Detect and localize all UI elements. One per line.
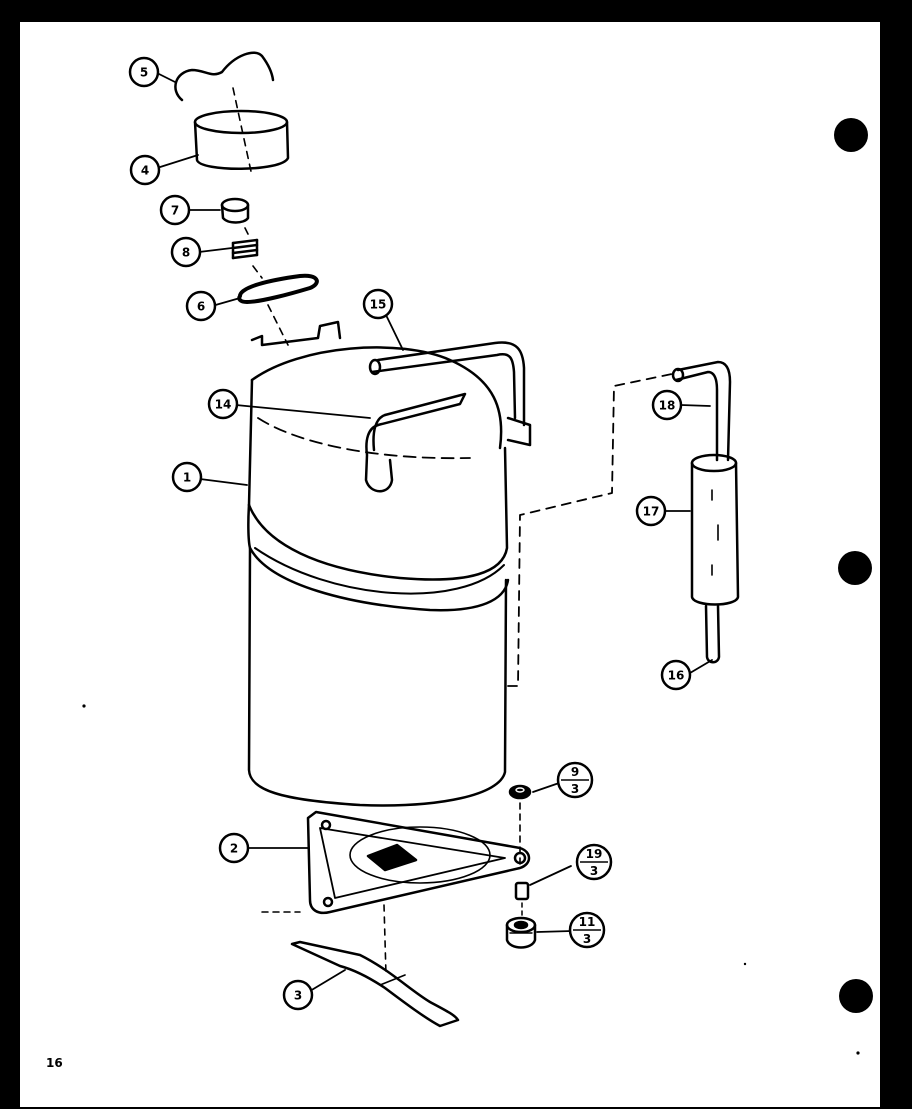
callout-9-bottom-label: 3 — [571, 782, 579, 796]
callout-17: 17 — [635, 495, 667, 527]
callout-11-3: 11 3 — [568, 911, 606, 949]
callout-4: 4 — [129, 154, 161, 186]
callout-19-top-label: 19 — [586, 847, 603, 861]
callout-19-3: 19 3 — [575, 843, 613, 881]
strap-3 — [290, 940, 460, 1028]
spacer-19 — [514, 881, 530, 901]
callout-18: 18 — [651, 389, 683, 421]
callout-17-label: 17 — [643, 505, 660, 519]
plug-7 — [220, 197, 250, 224]
callout-5: 5 — [128, 56, 160, 88]
callout-15-label: 15 — [370, 298, 387, 312]
assembly-line-strap — [383, 904, 387, 976]
callout-14-label: 14 — [215, 398, 232, 412]
callout-3: 3 — [282, 979, 314, 1011]
spring-8 — [231, 238, 259, 260]
callout-2: 2 — [218, 832, 250, 864]
assembly-line-top — [232, 87, 289, 346]
binder-hole-middle — [838, 551, 872, 585]
accumulator-17 — [690, 453, 740, 606]
page-number: 16 — [46, 1056, 63, 1070]
binder-hole-bottom — [839, 979, 873, 1013]
callout-7-label: 7 — [171, 204, 179, 218]
callout-16: 16 — [660, 659, 692, 691]
callout-1: 1 — [171, 461, 203, 493]
callout-11-bottom-label: 3 — [583, 932, 591, 946]
callout-15: 15 — [362, 288, 394, 320]
grommet-11 — [505, 916, 537, 949]
suction-tube-14 — [364, 392, 467, 493]
callout-4-label: 4 — [141, 164, 149, 178]
callout-8: 8 — [170, 236, 202, 268]
compressor-body-1 — [247, 320, 510, 807]
callout-18-label: 18 — [659, 399, 676, 413]
callout-14: 14 — [207, 388, 239, 420]
mounting-plate-2 — [306, 810, 531, 915]
assembly-line-hardware — [519, 802, 522, 881]
callout-8-label: 8 — [182, 246, 190, 260]
callout-3-label: 3 — [294, 989, 302, 1003]
bent-tube-18 — [671, 360, 732, 462]
callout-2-label: 2 — [230, 842, 238, 856]
wire-clip-5 — [174, 51, 275, 102]
assembly-line-accumulator — [507, 373, 673, 687]
nut-9 — [508, 784, 532, 800]
discharge-tube-15 — [368, 341, 532, 447]
callout-1-label: 1 — [183, 471, 191, 485]
tube-16 — [704, 604, 721, 664]
callout-9-top-label: 9 — [571, 765, 579, 779]
terminal-cover-4 — [193, 109, 290, 170]
callout-6-label: 6 — [197, 300, 205, 314]
callout-7: 7 — [159, 194, 191, 226]
callout-19-bottom-label: 3 — [590, 864, 598, 878]
callout-5-label: 5 — [140, 66, 148, 80]
callout-16-label: 16 — [668, 669, 685, 683]
gasket-6 — [237, 273, 319, 304]
callout-6: 6 — [185, 290, 217, 322]
binder-hole-top — [834, 118, 868, 152]
callout-11-top-label: 11 — [579, 915, 596, 929]
callout-9-3: 9 3 — [556, 761, 594, 799]
